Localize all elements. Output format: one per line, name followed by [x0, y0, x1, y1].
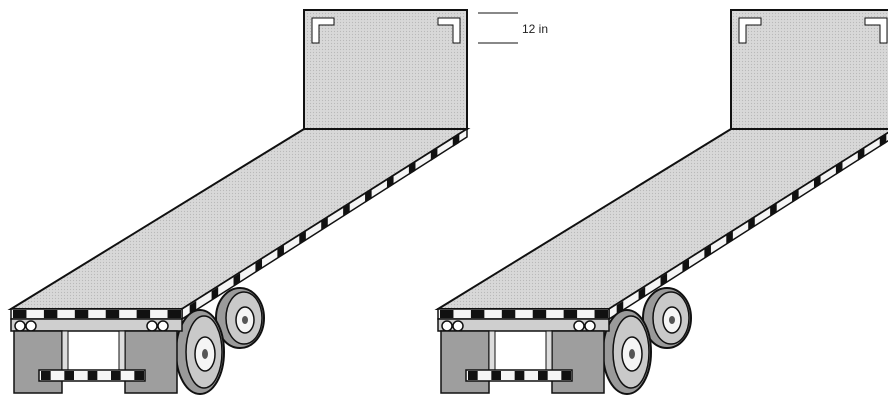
reflector-segment	[501, 310, 516, 318]
front-wheel-right	[602, 309, 652, 395]
reflector-segment	[343, 203, 350, 217]
reflector-segment	[470, 310, 485, 318]
reflector-segment	[879, 133, 887, 148]
reflector-segment	[255, 259, 263, 273]
bulkhead-corner-bracket	[864, 17, 888, 44]
tail-panel-right	[437, 318, 610, 332]
reflector-segment	[211, 287, 219, 301]
reflector-segment	[792, 189, 799, 203]
reflector-segment	[440, 310, 454, 318]
reflector-segment	[514, 371, 525, 380]
bulkhead-left	[303, 9, 468, 130]
reflector-segment	[408, 161, 416, 175]
reflector-segment	[134, 371, 144, 380]
reflector-segment	[41, 371, 51, 380]
rear-rail-right	[437, 308, 610, 320]
rear-wheel-left	[215, 287, 265, 349]
reflector-segment	[835, 161, 843, 175]
reflector-segment	[43, 310, 58, 318]
reflector-segment	[726, 231, 733, 245]
bumper-reflector-strip	[468, 371, 571, 380]
reflector-segment	[491, 371, 501, 380]
reflector-segment	[386, 175, 394, 189]
reflector-segment	[136, 310, 151, 318]
rear-reflector-strip	[13, 310, 181, 318]
reflector-segment	[13, 310, 27, 318]
reflector-segment	[105, 310, 120, 318]
reflector-segment	[563, 310, 578, 318]
mud-flap-right	[551, 330, 605, 394]
reflector-segment	[748, 217, 755, 231]
reflector-segment	[660, 273, 668, 287]
reflector-segment	[299, 231, 306, 245]
reflector-segment	[638, 287, 646, 301]
reflector-segment	[365, 189, 372, 203]
mud-flap-left	[440, 330, 490, 394]
reflector-segment	[538, 371, 548, 380]
reflector-segment	[321, 217, 328, 231]
bumper-reflector-strip	[41, 371, 144, 380]
reflector-segment	[594, 310, 608, 318]
reflector-segment	[813, 175, 821, 189]
reflector-segment	[561, 371, 571, 380]
dimension-label: 12 in	[522, 22, 548, 36]
side-reflector-strip	[616, 133, 887, 315]
side-reflector-strip	[189, 133, 460, 315]
rear-wheel-right	[642, 287, 692, 349]
flatbed-trailer-left: 12 in	[7, 9, 548, 395]
bulkhead-right	[730, 9, 888, 130]
reflector-segment	[87, 371, 98, 380]
mud-flap-left	[13, 330, 63, 394]
rear-frame-post	[61, 330, 69, 372]
reflector-segment	[111, 371, 121, 380]
reflector-segment	[74, 310, 89, 318]
bulkhead-corner-bracket	[738, 17, 762, 44]
reflector-segment	[468, 371, 478, 380]
tail-panel-left	[10, 318, 183, 332]
rear-frame-post	[545, 330, 553, 372]
tail-lights-right	[441, 320, 596, 332]
reflector-segment	[532, 310, 547, 318]
flatbed-trailer-right	[434, 9, 888, 395]
reflector-segment	[857, 147, 865, 161]
reflector-segment	[704, 245, 711, 259]
rear-frame-post	[118, 330, 126, 372]
reflector-segment	[770, 203, 777, 217]
rear-reflector-strip	[440, 310, 608, 318]
height-dimension: 12 in	[478, 12, 548, 44]
reflector-segment	[430, 147, 438, 161]
reflector-segment	[64, 371, 74, 380]
reflector-segment	[682, 259, 690, 273]
bulkhead-corner-bracket	[311, 17, 335, 44]
rear-frame-post	[488, 330, 496, 372]
reflector-segment	[167, 310, 181, 318]
rear-rail-left	[10, 308, 183, 320]
reflector-segment	[452, 133, 460, 148]
reflector-segment	[277, 245, 284, 259]
mud-flap-right	[124, 330, 178, 394]
front-wheel-left	[175, 309, 225, 395]
reflector-segment	[233, 273, 241, 287]
bulkhead-corner-bracket	[437, 17, 461, 44]
